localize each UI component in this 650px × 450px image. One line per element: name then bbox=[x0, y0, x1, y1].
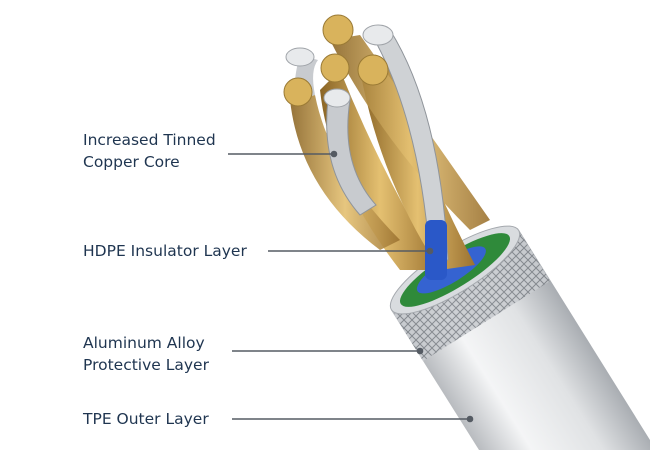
strand-ends bbox=[283, 14, 394, 108]
aluminum-braid bbox=[394, 234, 550, 361]
label-aluminum: Aluminum Alloy Protective Layer bbox=[83, 332, 209, 376]
label-line: Aluminum Alloy bbox=[83, 334, 205, 352]
label-line: Copper Core bbox=[83, 153, 180, 171]
label-line: Increased Tinned bbox=[83, 131, 216, 149]
label-line: Protective Layer bbox=[83, 356, 209, 374]
label-tpe: TPE Outer Layer bbox=[83, 410, 209, 428]
label-hdpe: HDPE Insulator Layer bbox=[83, 242, 247, 260]
outer-jacket bbox=[389, 225, 650, 450]
label-copper-core: Increased Tinned Copper Core bbox=[83, 129, 216, 173]
